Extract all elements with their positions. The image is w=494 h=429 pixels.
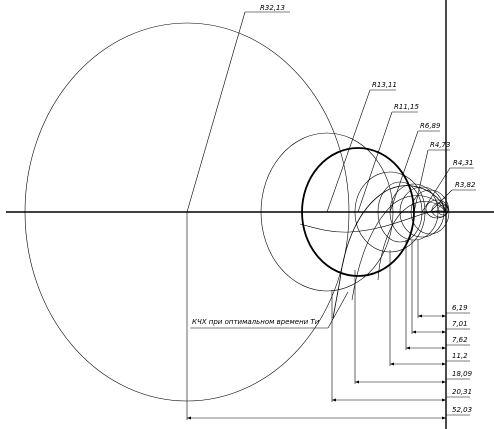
label-r13-11: R13,11 bbox=[372, 81, 397, 89]
label-r3-82: R3,82 bbox=[455, 181, 476, 189]
circle-r13-11 bbox=[260, 132, 394, 292]
radius-line-r13-11 bbox=[326, 89, 371, 213]
frequency-response-curve-2 bbox=[351, 195, 447, 301]
label-r4-31: R4,31 bbox=[453, 159, 473, 167]
radius-line-r11-15 bbox=[357, 111, 393, 213]
frequency-response-curve-1 bbox=[332, 185, 447, 319]
label-r11-15: R11,15 bbox=[394, 103, 419, 111]
circle-r3-82 bbox=[410, 189, 450, 235]
dim-label-7-01: 7,01 bbox=[452, 320, 468, 328]
radius-line-r3-82 bbox=[429, 189, 453, 213]
dim-label-18-09: 18,09 bbox=[452, 370, 473, 378]
radius-line-r4-31 bbox=[421, 167, 451, 213]
dim-label-52-03: 52,03 bbox=[452, 406, 472, 414]
radius-line-r4-73 bbox=[413, 149, 429, 213]
label-r4-73: R4,73 bbox=[430, 141, 450, 149]
dim-label-7-62: 7,62 bbox=[452, 336, 468, 344]
circle-r4-31 bbox=[399, 186, 445, 238]
radius-line-r6-89 bbox=[389, 130, 419, 213]
frequency-response-curve-4 bbox=[299, 210, 447, 233]
curve-callout-pointer bbox=[327, 291, 349, 329]
radius-line-r32-13 bbox=[186, 11, 246, 213]
dimension-lines bbox=[187, 314, 446, 420]
dim-label-20-31: 20,31 bbox=[452, 388, 472, 396]
curve-label: КЧХ при оптимальном времени Ти bbox=[192, 318, 320, 326]
label-r6-89: R6,89 bbox=[420, 122, 441, 130]
dim-label-11-2: 11,2 bbox=[452, 352, 468, 360]
dim-label-6-19: 6,19 bbox=[452, 304, 468, 312]
frequency-response-curve-3 bbox=[377, 201, 447, 281]
label-r32-13: R32,13 bbox=[260, 4, 285, 12]
